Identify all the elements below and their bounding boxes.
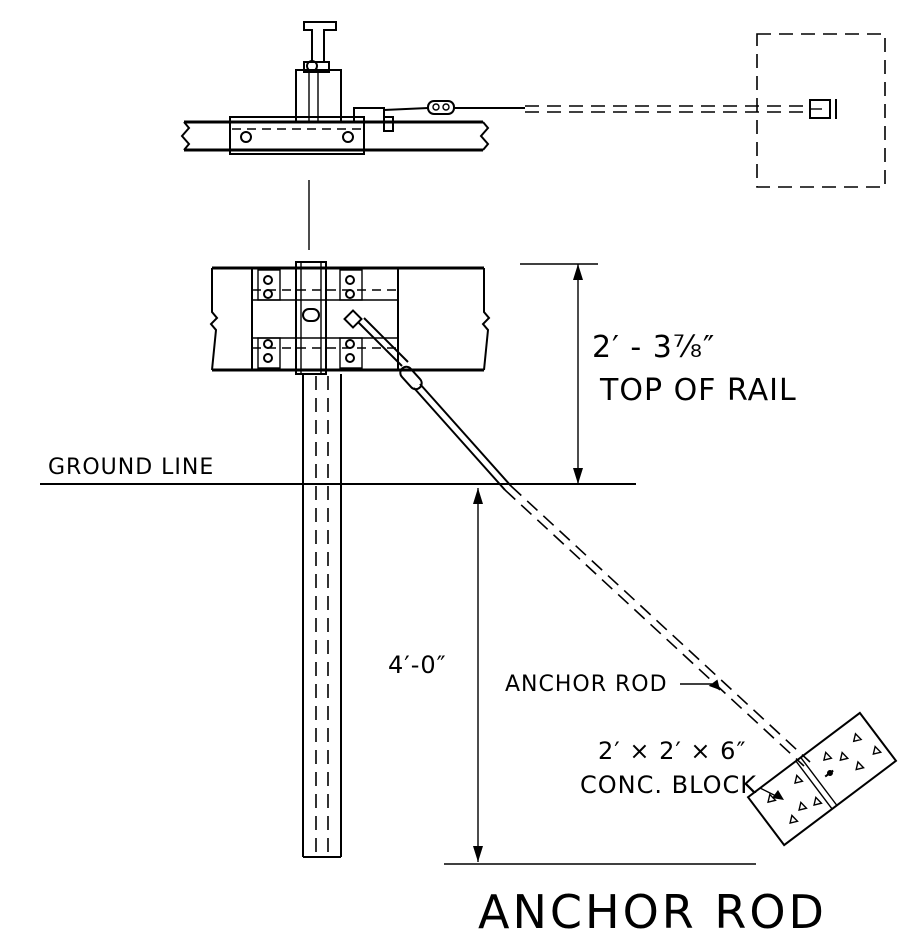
elevation-post (302, 374, 342, 858)
elevation-view (40, 261, 636, 858)
anchor-rod-buried-upper (504, 489, 805, 767)
block-size-text: 2′ × 2′ × 6″ (598, 737, 746, 765)
elevation-anchor-bracket (343, 309, 363, 329)
anchor-rod-assembly (357, 317, 811, 767)
top-of-rail-text: TOP OF RAIL (599, 373, 797, 408)
plan-t-bolt (303, 21, 337, 63)
ground-line-text: GROUND LINE (48, 455, 214, 480)
anchor-rod-buried-lower (510, 485, 811, 763)
anchor-rod-callout-text: ANCHOR ROD (505, 672, 668, 697)
plan-anchor-block (756, 33, 886, 188)
plan-view (180, 21, 886, 188)
anchor-rod-turnbuckle (399, 365, 423, 391)
embed-depth-dimension-text: 4′-0″ (388, 651, 447, 679)
elevation-bolt-holes (257, 269, 363, 369)
conc-block-text: CONC. BLOCK (580, 771, 757, 799)
plan-turnbuckle (427, 100, 455, 115)
concrete-block (746, 711, 898, 847)
drawing-title: ANCHOR ROD (478, 885, 827, 939)
rail-height-dimension-text: 2′ - 3⅞″ (592, 330, 715, 365)
dimension-rail-height (520, 263, 598, 484)
plan-cable (383, 107, 429, 111)
elevation-blockout (295, 261, 327, 375)
plan-rail-beam (180, 120, 490, 152)
dimension-embed-depth (444, 488, 756, 865)
